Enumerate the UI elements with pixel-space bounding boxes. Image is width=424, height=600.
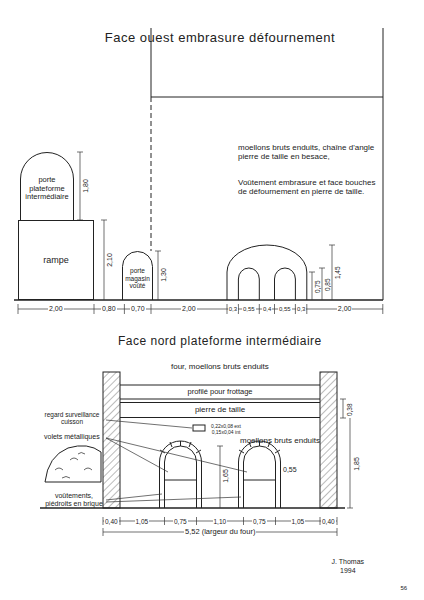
- dimension: 0,85: [323, 278, 330, 291]
- dimension: 0,55: [283, 466, 297, 474]
- note: Voûtement embrasure et face bouches de d…: [238, 178, 378, 196]
- dimension: 1,65: [222, 469, 230, 483]
- note: volets métalliques: [44, 433, 100, 441]
- west-face: [14, 28, 383, 300]
- ramp-box: rampe: [18, 220, 94, 300]
- dimension-lines: [103, 399, 353, 536]
- note: regard surveillance cuisson: [40, 411, 104, 426]
- title: Face ouest embrasure défournement: [105, 31, 335, 46]
- node-text: porte plateforme intermédiaire: [22, 176, 72, 202]
- dimension: 1994: [340, 567, 356, 575]
- leader-lines: [106, 420, 247, 502]
- dimension: 1,10: [213, 518, 228, 525]
- dimension: 0,4: [262, 306, 272, 313]
- door-arch: porte magasin voûté: [122, 251, 153, 300]
- dimension: 2,00: [48, 305, 64, 313]
- dimension: 0,40: [104, 518, 119, 525]
- dimension: 0,55: [242, 306, 256, 313]
- stone-band: pierre de taille: [120, 402, 320, 418]
- dimension: 1,30: [160, 268, 168, 282]
- door-arch: porte plateforme intermédiaire: [20, 152, 74, 220]
- heading: Face nord plateforme intermédiaire: [118, 335, 322, 349]
- dimension: 0,55: [278, 306, 292, 313]
- dimension: 0,75: [252, 518, 267, 525]
- dimension: 1,85: [353, 457, 361, 471]
- node-text: rampe: [43, 255, 69, 265]
- dimension: 1,05: [291, 518, 306, 525]
- dimension: 0,70: [130, 305, 146, 313]
- note: moellons bruts enduits: [240, 436, 320, 445]
- dimension: 0,3: [296, 306, 306, 313]
- dimension: 2,00: [181, 305, 197, 313]
- note: moellons bruts enduits, chaîne d'angle p…: [238, 143, 378, 161]
- dimension: 1,05: [135, 518, 150, 525]
- dimension: 0,75: [173, 518, 188, 525]
- note: J. Thomas: [332, 558, 365, 566]
- dimension: 0,75: [313, 280, 320, 293]
- dimension: 0,40: [321, 518, 336, 525]
- node-text: pierre de taille: [195, 405, 245, 414]
- dimension-lines: [18, 152, 383, 314]
- node-text: porte magasin voûté: [124, 267, 151, 289]
- dimension: 0,80: [101, 305, 117, 313]
- dimension: 1,80: [82, 179, 90, 193]
- dimension: 56: [401, 585, 408, 592]
- note: four, moellons bruts enduits: [171, 362, 269, 371]
- north-face: [40, 372, 345, 508]
- dimension: 5,52 (largeur du four): [184, 528, 256, 537]
- dimension: 0,3: [228, 306, 238, 313]
- dimension: 0,22x0,08 ext 0,15x0,04 int: [208, 424, 244, 436]
- dimension: 0,38: [345, 403, 352, 416]
- dimension: 2,00: [337, 305, 353, 313]
- dimension: 1,45: [333, 266, 340, 279]
- dimension: 2,10: [106, 253, 114, 267]
- note: profilé pour frottage: [187, 388, 254, 397]
- note: voûtements, piédroits en brique: [45, 492, 103, 508]
